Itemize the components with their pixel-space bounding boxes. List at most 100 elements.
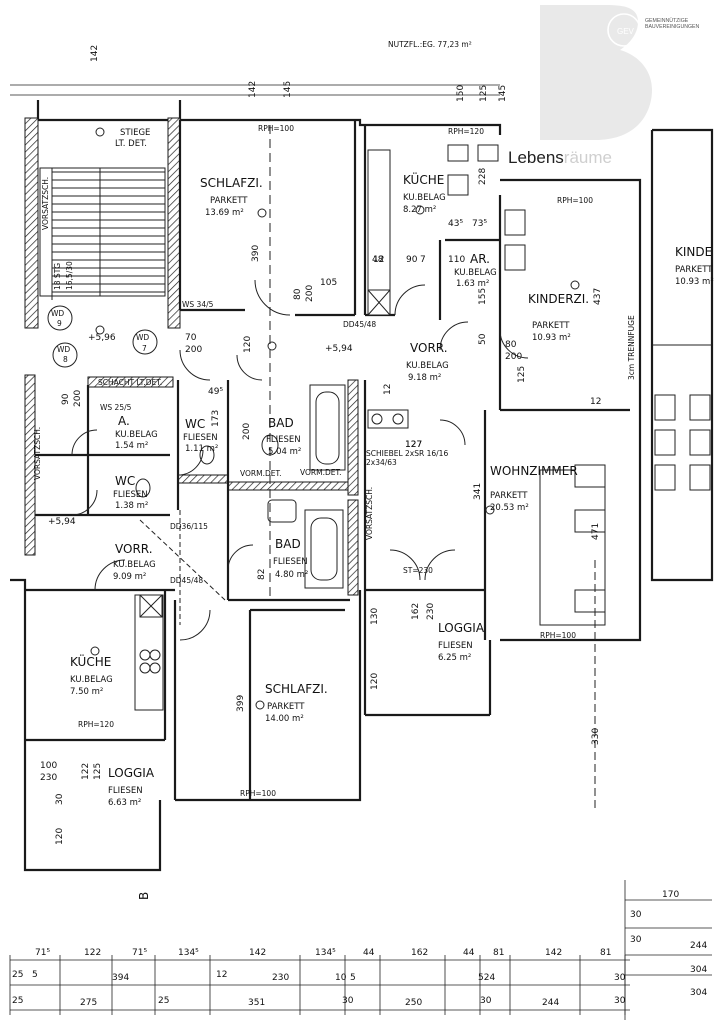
svg-text:SCHLAFZI.: SCHLAFZI. bbox=[200, 176, 263, 190]
svg-text:4.80 m²: 4.80 m² bbox=[275, 570, 308, 580]
svg-text:25: 25 bbox=[158, 996, 169, 1006]
svg-text:173: 173 bbox=[211, 410, 221, 427]
svg-text:6.63 m²: 6.63 m² bbox=[108, 798, 141, 808]
svg-text:120: 120 bbox=[243, 336, 253, 353]
svg-text:134⁵: 134⁵ bbox=[315, 948, 336, 958]
svg-text:9.09 m²: 9.09 m² bbox=[113, 572, 146, 582]
stair-wall-left bbox=[24, 117, 39, 329]
svg-text:122: 122 bbox=[84, 948, 101, 958]
level-marker: +5,94 bbox=[48, 517, 76, 527]
svg-text:70: 70 bbox=[185, 333, 197, 343]
svg-text:FLIESEN: FLIESEN bbox=[438, 641, 473, 651]
wd7-label: WD bbox=[136, 333, 149, 342]
vorsatz-label: VORSATZSCH. bbox=[365, 487, 374, 540]
room-schlafzi-1: SCHLAFZI. PARKETT 13.69 m² bbox=[200, 176, 263, 218]
shaft-label: SCHACHT LT.DET. bbox=[98, 378, 162, 387]
logo-wordmark: Lebensräume bbox=[508, 148, 612, 167]
svg-text:WOHNZIMMER: WOHNZIMMER bbox=[490, 464, 578, 478]
room-vorr-2: VORR. KU.BELAG 9.09 m² bbox=[113, 542, 156, 582]
vorsatz-label: VORSATZSCH. bbox=[33, 427, 42, 480]
svg-text:44: 44 bbox=[463, 948, 475, 958]
fixtures bbox=[134, 144, 606, 711]
svg-text:VORR.: VORR. bbox=[410, 341, 448, 355]
bottom-dimension-chains: 71⁵ 122 71⁵ 134⁵ 142 134⁵ 44 162 44 81 1… bbox=[9, 880, 630, 1020]
svg-text:KINDE: KINDE bbox=[675, 245, 712, 259]
top-dim-text: 145 bbox=[283, 81, 293, 98]
svg-text:SCHLAFZI.: SCHLAFZI. bbox=[265, 682, 328, 696]
svg-text:30: 30 bbox=[342, 996, 354, 1006]
svg-text:PARKETT: PARKETT bbox=[210, 196, 248, 206]
svg-text:81: 81 bbox=[493, 948, 504, 958]
stair-wall-right bbox=[167, 117, 181, 329]
rph-label: RPH=100 bbox=[240, 789, 276, 798]
svg-text:244: 244 bbox=[690, 941, 707, 951]
svg-text:43⁵: 43⁵ bbox=[448, 219, 463, 229]
svg-text:200: 200 bbox=[505, 352, 522, 362]
svg-text:44: 44 bbox=[363, 948, 375, 958]
level-marker: +5,94 bbox=[325, 344, 353, 354]
svg-text:30: 30 bbox=[614, 973, 626, 983]
room-bad-2: BAD FLIESEN 4.80 m² bbox=[273, 537, 308, 580]
svg-text:KU.BELAG: KU.BELAG bbox=[406, 361, 449, 371]
svg-text:244: 244 bbox=[542, 998, 559, 1008]
svg-text:82: 82 bbox=[257, 569, 267, 580]
interior-walls bbox=[25, 120, 630, 800]
svg-text:5.04 m²: 5.04 m² bbox=[268, 447, 301, 457]
svg-text:7: 7 bbox=[420, 255, 426, 265]
top-dim-text: 142 bbox=[248, 81, 258, 98]
svg-text:390: 390 bbox=[251, 245, 261, 262]
svg-text:30: 30 bbox=[55, 793, 65, 805]
svg-text:1.11 m²: 1.11 m² bbox=[185, 444, 218, 454]
svg-text:5: 5 bbox=[32, 970, 38, 980]
room-loggia-2: LOGGIA FLIESEN 6.63 m² bbox=[108, 766, 155, 808]
svg-text:PARKETT: PARKETT bbox=[267, 702, 305, 712]
svg-text:80: 80 bbox=[505, 340, 517, 350]
top-dim-text: 150 bbox=[456, 85, 466, 102]
ws-label: WS 25/5 bbox=[100, 403, 132, 412]
svg-text:1.63 m²: 1.63 m² bbox=[456, 279, 489, 289]
svg-text:1.38 m²: 1.38 m² bbox=[115, 501, 148, 511]
svg-text:71⁵: 71⁵ bbox=[132, 948, 147, 958]
wd-markers: WD 9 WD 8 WD 7 bbox=[47, 305, 158, 368]
dd-label: DD45/48 bbox=[170, 576, 203, 585]
svg-text:120: 120 bbox=[55, 828, 65, 845]
room-schlafzi-2: SCHLAFZI. PARKETT 14.00 m² bbox=[265, 682, 328, 724]
svg-text:228: 228 bbox=[478, 168, 488, 185]
svg-text:250: 250 bbox=[405, 998, 422, 1008]
rph-label: RPH=120 bbox=[448, 127, 484, 136]
wd9-number: 9 bbox=[57, 319, 62, 328]
level-marker: +5,96 bbox=[88, 333, 116, 343]
wc-wall bbox=[177, 474, 229, 484]
svg-text:200: 200 bbox=[242, 423, 252, 440]
top-dimension-line: 142 142 145 150 125 145 bbox=[10, 45, 508, 102]
room-kueche-1: KÜCHE KU.BELAG 8.27 m² bbox=[403, 171, 446, 215]
svg-text:80: 80 bbox=[293, 288, 303, 300]
svg-text:230: 230 bbox=[426, 603, 436, 620]
room-vorr-1: VORR. KU.BELAG 9.18 m² bbox=[406, 341, 449, 383]
svg-text:120: 120 bbox=[370, 673, 380, 690]
svg-text:KU.BELAG: KU.BELAG bbox=[70, 675, 113, 685]
bath-wall-2 bbox=[347, 379, 359, 496]
svg-text:122: 122 bbox=[81, 763, 91, 780]
svg-text:130: 130 bbox=[370, 608, 380, 625]
svg-text:394: 394 bbox=[112, 973, 129, 983]
svg-text:73⁵: 73⁵ bbox=[472, 219, 487, 229]
svg-text:330: 330 bbox=[591, 728, 601, 745]
svg-text:524: 524 bbox=[478, 973, 495, 983]
axis-b-label: B bbox=[137, 892, 151, 900]
bath-wall-1 bbox=[227, 481, 359, 491]
svg-text:304: 304 bbox=[690, 988, 707, 998]
outer-walls bbox=[10, 100, 642, 872]
ceiling-markers bbox=[90, 127, 580, 710]
svg-text:FLIESEN: FLIESEN bbox=[108, 786, 143, 796]
svg-text:BAD: BAD bbox=[268, 416, 294, 430]
svg-text:142: 142 bbox=[249, 948, 266, 958]
svg-text:KU.BELAG: KU.BELAG bbox=[454, 268, 497, 278]
svg-text:170: 170 bbox=[662, 890, 679, 900]
schiebel-label: SCHIEBEL 2xSR 16/16 bbox=[366, 449, 448, 458]
svg-text:127: 127 bbox=[405, 440, 422, 450]
svg-text:STIEGE: STIEGE bbox=[120, 128, 150, 138]
svg-text:10.93 m²: 10.93 m² bbox=[675, 277, 714, 287]
svg-text:KÜCHE: KÜCHE bbox=[70, 653, 111, 669]
